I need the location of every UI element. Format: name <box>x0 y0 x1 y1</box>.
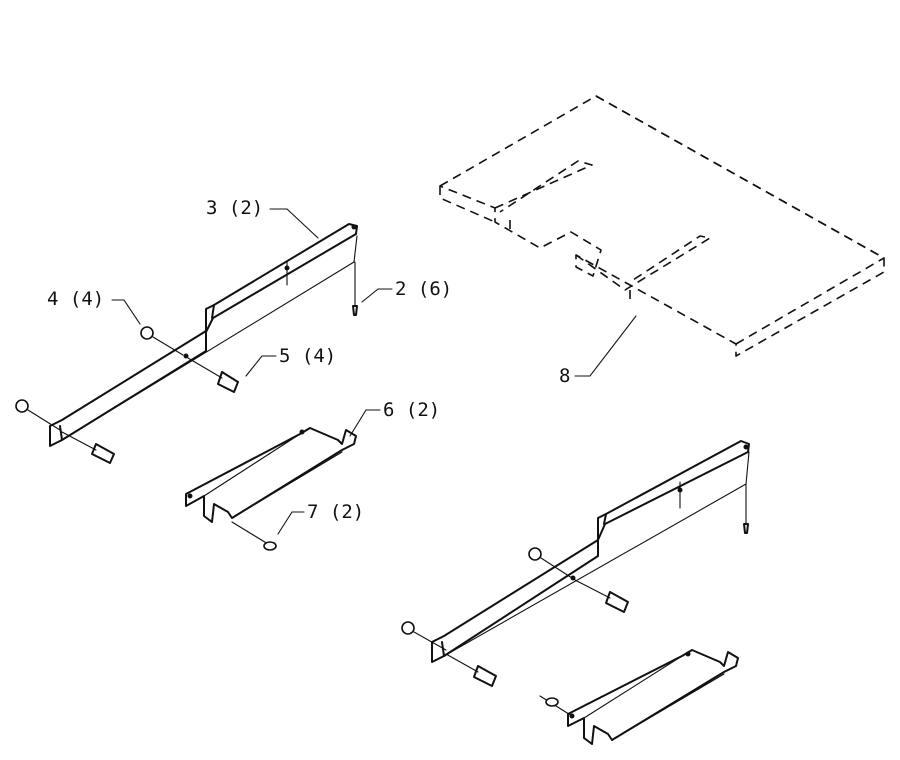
bracket-lower <box>567 649 739 745</box>
bolt-lower-b <box>445 653 497 687</box>
part-5-bolt-upper-b <box>61 431 115 464</box>
part-6-bracket-upper <box>185 427 357 523</box>
part-4-nut-upper-b <box>15 399 61 431</box>
part-2-screw-upper <box>352 261 358 316</box>
leader-p5 <box>245 355 277 377</box>
leader-p3 <box>269 208 319 239</box>
callout-p4: 4 (4) <box>47 288 104 310</box>
callout-p8: 8 <box>559 365 570 387</box>
callout-p5: 5 (4) <box>279 345 336 367</box>
callout-p3: 3 (2) <box>206 197 263 219</box>
bolt-lower-a <box>570 575 629 613</box>
leader-lines <box>111 208 637 535</box>
leader-p4 <box>111 299 141 325</box>
washer-lower <box>539 695 573 717</box>
callout-p2: 2 (6) <box>395 278 452 300</box>
leader-p2 <box>361 288 393 303</box>
nut-lower-b <box>401 621 447 651</box>
screw-lower <box>743 483 749 534</box>
callout-p6: 6 (2) <box>383 399 440 421</box>
callout-p7: 7 (2) <box>307 501 364 523</box>
part-3-rail-upper <box>49 223 358 447</box>
part-4-nut-upper-a <box>140 326 184 356</box>
part-8-table-top <box>439 95 885 357</box>
part-5-bolt-upper-a <box>183 353 239 393</box>
leader-p6 <box>349 409 381 437</box>
nut-lower-a <box>528 547 573 579</box>
part-7-washer-upper <box>231 521 277 551</box>
rail-lower <box>431 440 750 663</box>
leader-p8 <box>574 315 637 377</box>
leader-p7 <box>277 511 305 535</box>
